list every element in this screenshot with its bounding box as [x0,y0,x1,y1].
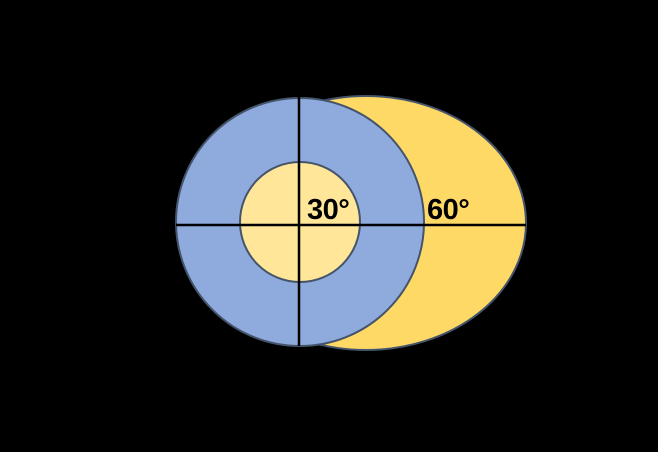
label-60-degrees: 60° [427,194,469,226]
label-30-degrees: 30° [307,194,349,226]
